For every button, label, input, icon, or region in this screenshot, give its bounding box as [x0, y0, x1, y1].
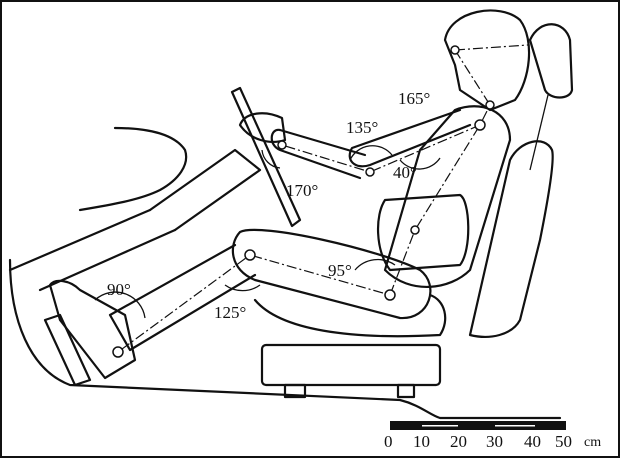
- pedal: [43, 313, 92, 387]
- angle-label-hip: 95°: [328, 261, 352, 280]
- joint-markers: [112, 45, 495, 358]
- angle-label-elbow-inner: 40°: [393, 163, 417, 182]
- scale-tick-50: 50: [555, 432, 572, 451]
- torso: [383, 105, 512, 289]
- scale-bar: 0 10 20 30 40 50 cm: [384, 421, 601, 451]
- foot: [48, 279, 137, 380]
- scale-tick-10: 10: [413, 432, 430, 451]
- angle-arcs: [94, 145, 441, 319]
- floor-line: [8, 258, 562, 420]
- scale-tick-40: 40: [524, 432, 541, 451]
- seat-rail-front: [283, 383, 307, 399]
- scale-unit: cm: [584, 435, 601, 450]
- scale-tick-30: 30: [486, 432, 503, 451]
- seat-cushion: [253, 293, 447, 338]
- head: [443, 9, 531, 112]
- angle-label-ankle: 90°: [107, 280, 131, 299]
- thigh: [231, 228, 432, 320]
- hand: [238, 112, 287, 143]
- upper-arm: [348, 108, 472, 168]
- headrest-post: [529, 94, 549, 171]
- skeleton-line: [117, 44, 529, 353]
- lower-leg: [108, 243, 257, 352]
- forearm: [270, 128, 367, 180]
- angle-label-neck: 165°: [398, 89, 430, 108]
- scale-tick-20: 20: [450, 432, 467, 451]
- other-leg: [8, 208, 177, 292]
- seat-back: [468, 140, 554, 338]
- dashboard-outline: [78, 126, 188, 212]
- seat-base: [260, 343, 442, 387]
- angle-label-shoulder: 135°: [346, 118, 378, 137]
- backrest-pad: [376, 193, 470, 272]
- steering-wheel: [230, 86, 302, 228]
- steering-column: [148, 148, 262, 232]
- seat-rail-rear: [396, 383, 416, 399]
- scale-tick-0: 0: [384, 432, 393, 451]
- headrest: [528, 23, 574, 99]
- angle-label-elbow: 170°: [286, 181, 318, 200]
- angle-label-knee: 125°: [214, 303, 246, 322]
